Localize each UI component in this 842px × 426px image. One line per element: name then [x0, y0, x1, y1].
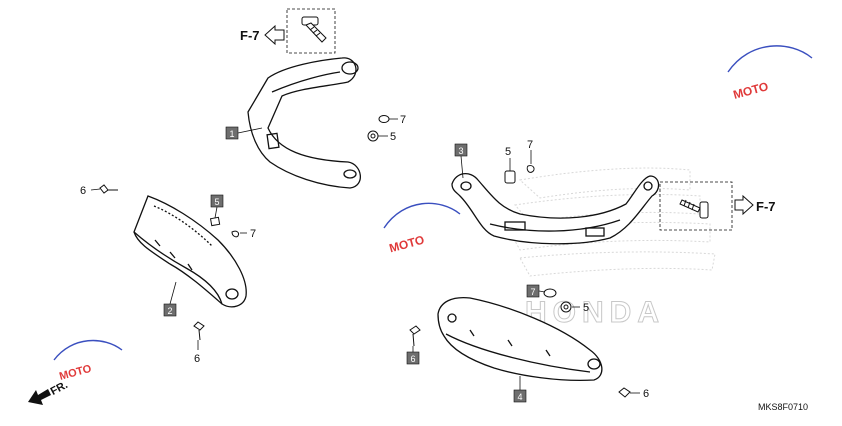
svg-text:6: 6 [410, 354, 415, 364]
callout-part-3: 3 [454, 143, 468, 157]
clip-7b [231, 230, 239, 238]
svg-text:MOTO: MOTO [388, 233, 426, 256]
nut-5a [367, 130, 379, 142]
label-5-right: 5 [583, 302, 589, 314]
f7-reference-right: F-7 [659, 181, 776, 231]
leader-lines [90, 118, 640, 394]
part-1-bracket [247, 57, 361, 189]
svg-text:F-7: F-7 [240, 28, 260, 43]
f7-reference-left: F-7 [240, 8, 336, 54]
screw-6d [618, 387, 631, 398]
svg-text:5: 5 [214, 197, 219, 207]
clip-7c [526, 165, 535, 173]
washer-7a [378, 115, 390, 123]
callout-part-6: 6 [406, 351, 420, 365]
label-7-upper: 7 [400, 114, 406, 126]
nut-5c [504, 170, 516, 184]
moto-watermark-2: MOTO [383, 202, 461, 256]
screw-6c [409, 325, 421, 335]
front-direction-indicator: FR. [28, 379, 70, 405]
svg-text:2: 2 [167, 306, 172, 316]
svg-text:MOTO: MOTO [732, 79, 770, 102]
label-5-mid: 5 [505, 146, 511, 158]
svg-text:3: 3 [458, 146, 463, 156]
bolt-detail-left [301, 16, 327, 43]
callout-part-5: 5 [210, 194, 224, 208]
label-6-right: 6 [643, 388, 649, 400]
washer-7d [543, 288, 557, 298]
label-7-left: 7 [250, 228, 256, 240]
part-4-shell [437, 296, 603, 382]
diagram-code: MKS8F0710 [758, 402, 809, 412]
moto-watermark-1: MOTO [727, 45, 813, 102]
front-arrow-icon [28, 389, 51, 405]
part-3-bracket [451, 173, 660, 245]
arrow-left-icon [264, 24, 285, 46]
label-6-bottom-left: 6 [194, 353, 200, 365]
arrow-right-icon [734, 194, 754, 216]
label-6-left: 6 [80, 185, 86, 197]
svg-text:7: 7 [530, 287, 535, 297]
callout-part-7: 7 [526, 284, 540, 298]
nut-5d [560, 301, 572, 313]
part-2-shell [133, 195, 247, 308]
svg-text:4: 4 [517, 392, 522, 402]
bolt-detail-right [679, 199, 709, 219]
callout-part-1: 1 [225, 126, 239, 140]
label-5-upper: 5 [390, 131, 396, 143]
plain-labels: 7 5 6 7 6 5 7 5 6 [80, 114, 649, 400]
nut-5b-left [209, 216, 221, 227]
svg-text:F-7: F-7 [756, 199, 776, 214]
svg-text:FR.: FR. [49, 379, 70, 398]
screw-6b [193, 321, 205, 331]
svg-text:1: 1 [229, 129, 234, 139]
moto-watermark-3: MOTO [53, 339, 123, 383]
label-7-mid: 7 [527, 139, 533, 151]
screw-6a [99, 184, 109, 194]
callout-part-4: 4 [513, 389, 527, 403]
callout-part-2: 2 [163, 303, 177, 317]
